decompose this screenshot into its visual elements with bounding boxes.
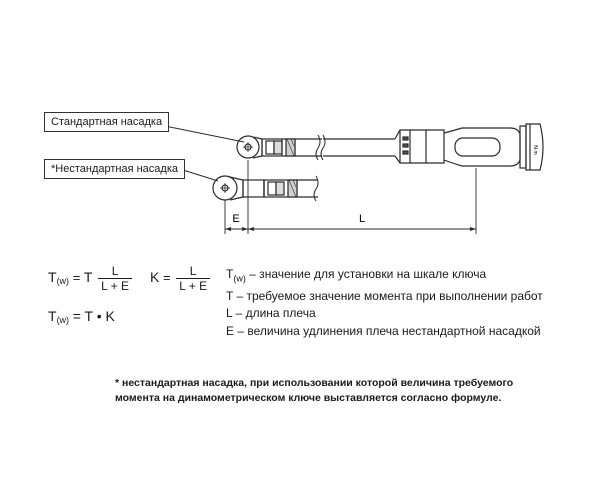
formula-tw-t: T xyxy=(83,268,93,285)
formula-tw-denominator: L + E xyxy=(101,279,130,293)
formula-tw2-sub: (w) xyxy=(56,315,70,325)
formula-tw2-rhs: = T • K xyxy=(72,308,115,324)
footnote: * нестандартная насадка, при использован… xyxy=(115,376,513,406)
handle-marks: N·m xyxy=(532,145,538,154)
nonstandard-head xyxy=(212,175,298,201)
formula-tw2-lhs: T xyxy=(48,308,57,324)
legend-line-l: L – длина плеча xyxy=(226,306,316,321)
formula-tw-numerator: L xyxy=(98,264,133,279)
dimension-lines xyxy=(224,160,477,234)
formula-k-denominator: L + E xyxy=(179,279,208,293)
nonstandard-attachment-callout: *Нестандартная насадка xyxy=(44,159,186,179)
formula-tw-eq: = xyxy=(72,269,81,285)
legend: T(w) – значение для установки на шкале к… xyxy=(226,266,543,340)
formula-tw-lhs: T xyxy=(48,268,57,285)
footnote-line-2: момента на динамометрическом ключе выста… xyxy=(115,392,502,404)
formula-k-fraction: L L + E xyxy=(176,264,211,293)
formula-tw: T(w) = T L L + E xyxy=(48,264,134,293)
dimension-l-label: L xyxy=(359,213,365,225)
standard-shaft xyxy=(295,134,395,161)
standard-head xyxy=(236,135,296,159)
formula-tw-k: T(w) = T • K xyxy=(48,308,115,325)
dimension-arrows xyxy=(225,227,476,231)
formula-k-eq: = xyxy=(162,269,171,285)
formula-tw-fraction: L L + E xyxy=(98,264,133,293)
footnote-line-1: * нестандартная насадка, при использован… xyxy=(115,377,514,389)
formula-k-lhs: K xyxy=(150,268,160,285)
legend-tw-text: – значение для установки на шкале ключа xyxy=(245,267,487,281)
legend-tw-symbol: T xyxy=(226,267,234,281)
standard-leader-line xyxy=(154,123,245,143)
legend-line-e: E – величина удлинения плеча нестандартн… xyxy=(226,323,541,338)
wrench-handle xyxy=(394,123,544,171)
legend-tw-sub: (w) xyxy=(233,273,246,284)
standard-attachment-callout: Стандартная насадка xyxy=(44,112,170,132)
formula-k-numerator: L xyxy=(176,264,211,279)
nonstandard-leader-line xyxy=(182,169,219,182)
formula-k: K = L L + E xyxy=(150,264,212,293)
legend-line-tw: T(w) – значение для установки на шкале к… xyxy=(226,266,543,288)
legend-line-t: T – требуемое значение момента при выпол… xyxy=(226,288,543,303)
formula-tw-sub: (w) xyxy=(56,275,70,286)
nonstandard-shaft xyxy=(297,175,319,202)
dimension-e-label: E xyxy=(232,213,239,225)
